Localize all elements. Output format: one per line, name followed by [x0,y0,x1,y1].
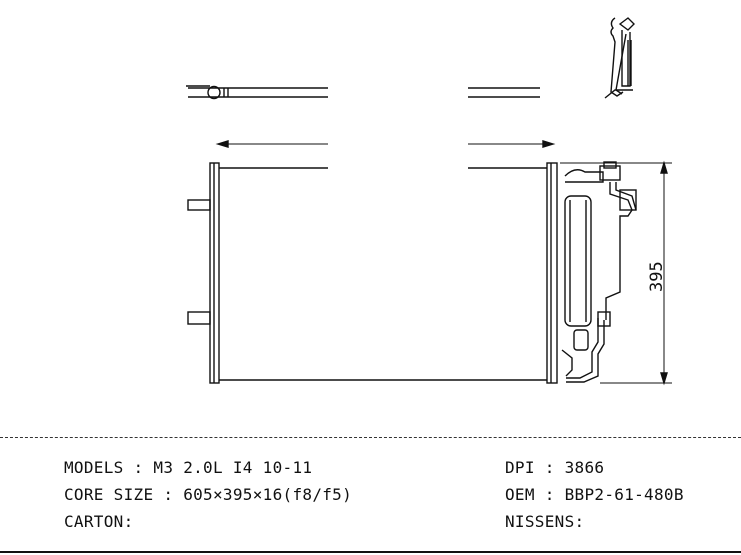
side-view [604,17,635,99]
spec-core-size: CORE SIZE : 605×395×16(f8/f5) [64,485,353,504]
condenser-technical-drawing: 395 [186,17,672,386]
width-dimension [215,140,556,148]
spec-oem: OEM : BBP2-61-480B [505,485,684,504]
height-dimension-label: 395 [647,261,667,292]
spec-models: MODELS : M3 2.0L I4 10-11 [64,458,313,477]
dashed-separator [0,437,741,438]
spec-nissens: NISSENS: [505,512,585,531]
height-dimension [560,160,672,386]
spec-carton: CARTON: [64,512,134,531]
top-view [186,85,540,100]
bottom-rule [0,551,741,553]
front-view-core [187,162,558,384]
receiver-drier [561,161,637,383]
spec-dpi: DPI : 3866 [505,458,605,477]
